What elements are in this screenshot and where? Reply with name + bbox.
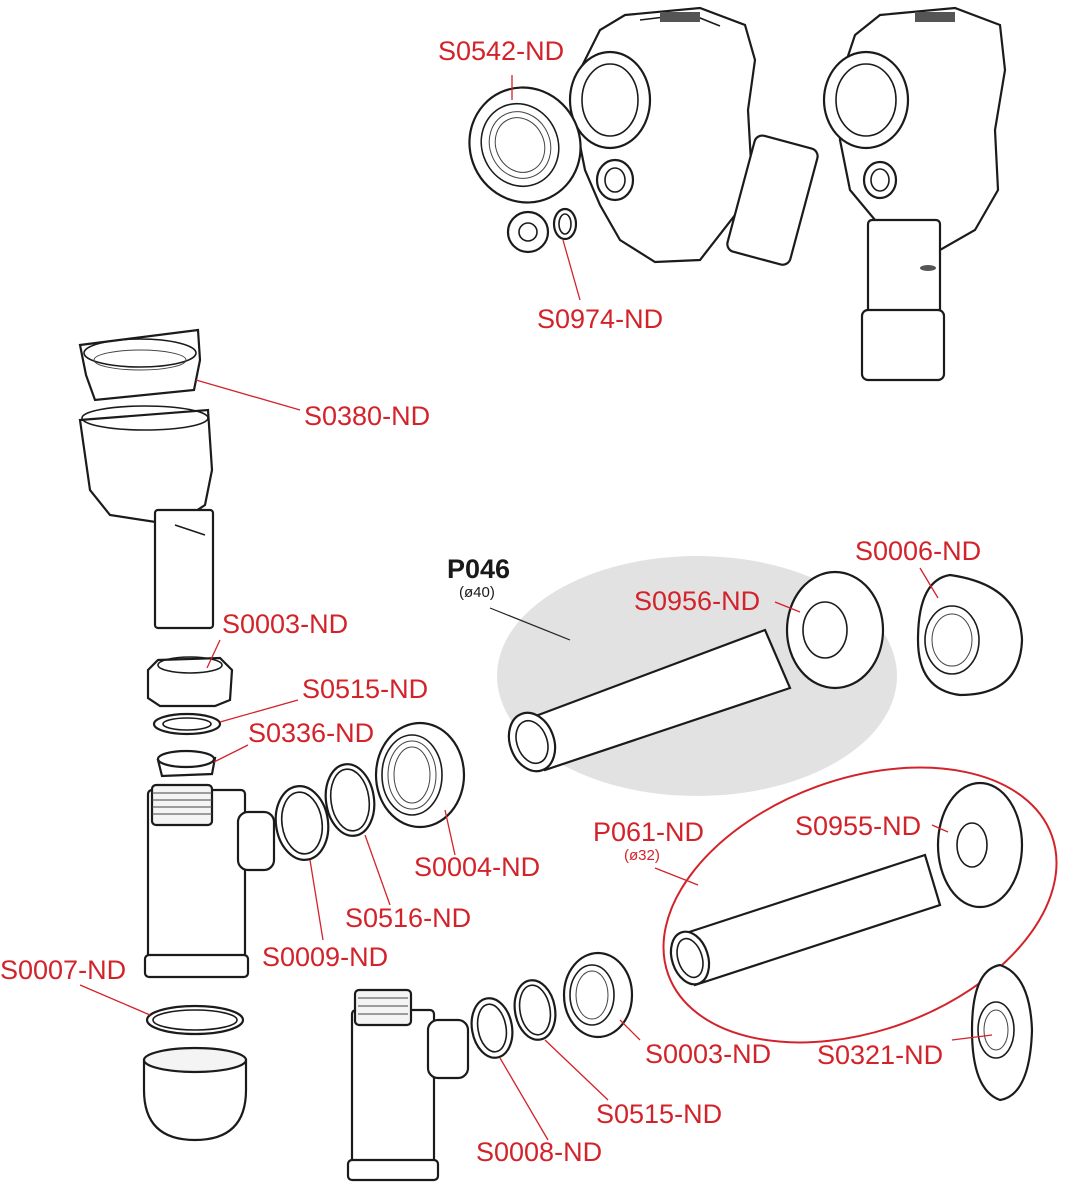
s0955-ring bbox=[936, 781, 1024, 909]
p061-tube bbox=[669, 853, 942, 987]
leader-s0380 bbox=[195, 379, 301, 411]
label-s0003-top: S0003-ND bbox=[222, 609, 349, 639]
s0003-top-nut bbox=[146, 656, 234, 708]
s0974-parts bbox=[506, 207, 578, 254]
p046-tube bbox=[507, 628, 792, 773]
leader-s0515-top bbox=[219, 699, 299, 723]
leader-lines bbox=[79, 75, 993, 1141]
label-s0380: S0380-ND bbox=[304, 401, 431, 431]
label-s0516: S0516-ND bbox=[345, 903, 472, 933]
leader-s0003-bottom bbox=[619, 1019, 641, 1041]
s0321-rosette bbox=[970, 963, 1034, 1102]
label-s0008: S0008-ND bbox=[476, 1137, 603, 1167]
s0004-nut bbox=[374, 721, 466, 829]
leader-p046 bbox=[489, 607, 571, 641]
s0336-cone bbox=[156, 749, 217, 778]
label-s0956: S0956-ND bbox=[634, 586, 761, 616]
leader-s0956 bbox=[774, 601, 801, 613]
label-s0336: S0336-ND bbox=[248, 718, 375, 748]
trap-cup-bottom bbox=[142, 1046, 248, 1142]
leader-s0009 bbox=[309, 859, 324, 941]
s0003-bottom-nut bbox=[562, 951, 634, 1039]
label-s0007: S0007-ND bbox=[0, 955, 127, 985]
funnel-tail bbox=[78, 405, 215, 630]
label-s0003-bottom: S0003-ND bbox=[645, 1039, 772, 1069]
leader-s0955 bbox=[931, 824, 949, 833]
label-s0974: S0974-ND bbox=[537, 304, 664, 334]
s0009-gasket bbox=[274, 785, 330, 861]
leader-s0336 bbox=[213, 744, 249, 763]
label-s0006: S0006-ND bbox=[855, 536, 982, 566]
label-s0009: S0009-ND bbox=[262, 942, 389, 972]
bottle-trap-large bbox=[143, 783, 276, 979]
leader-s0008 bbox=[499, 1057, 549, 1141]
leader-s0516 bbox=[364, 834, 391, 906]
label-p061-diameter: (ø32) bbox=[624, 847, 660, 864]
label-p061: P061-ND bbox=[593, 817, 705, 847]
wall-siphon-b bbox=[822, 6, 1007, 382]
label-s0542: S0542-ND bbox=[438, 36, 565, 66]
leader-s0003-top bbox=[206, 639, 221, 669]
s0956-ring bbox=[785, 570, 885, 690]
leader-s0515-bottom bbox=[544, 1039, 609, 1101]
leader-s0007 bbox=[79, 984, 151, 1016]
leader-s0974 bbox=[562, 239, 581, 301]
label-p046-diameter: (ø40) bbox=[459, 584, 495, 601]
label-p046: P046 bbox=[447, 554, 511, 584]
s0516-gasket bbox=[324, 763, 376, 837]
leader-s0006 bbox=[919, 567, 939, 599]
label-s0515-bottom: S0515-ND bbox=[596, 1099, 723, 1129]
leader-s0321 bbox=[951, 1034, 993, 1041]
s0515-top-gasket bbox=[152, 712, 222, 736]
wall-siphon-a bbox=[568, 6, 819, 266]
bottle-trap-small bbox=[346, 988, 470, 1182]
leader-p061 bbox=[654, 867, 699, 886]
label-s0321: S0321-ND bbox=[817, 1040, 944, 1070]
s0380-cup bbox=[78, 328, 202, 402]
label-s0004: S0004-ND bbox=[414, 852, 541, 882]
label-s0515-top: S0515-ND bbox=[302, 674, 429, 704]
s0008-gasket bbox=[470, 997, 514, 1059]
s0007-oring bbox=[145, 1004, 245, 1036]
s0006-rosette bbox=[916, 573, 1024, 697]
label-s0955: S0955-ND bbox=[795, 811, 922, 841]
p061-outline bbox=[662, 766, 1058, 1044]
s0542-gasket bbox=[468, 86, 582, 204]
s0515-bottom-gasket bbox=[513, 979, 557, 1041]
leader-s0004 bbox=[444, 809, 456, 856]
